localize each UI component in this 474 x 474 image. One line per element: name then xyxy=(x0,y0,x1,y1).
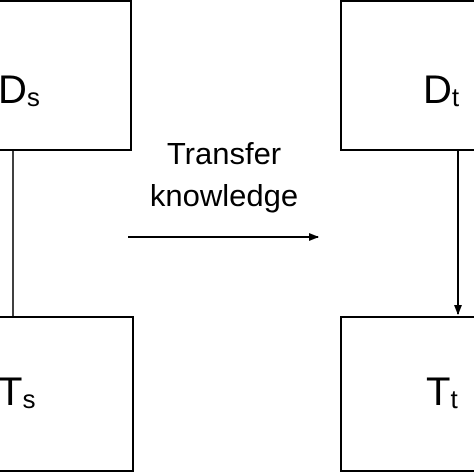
target-task-subscript: t xyxy=(450,384,458,415)
target-domain-box xyxy=(340,0,474,151)
source-domain-subscript: s xyxy=(26,82,40,113)
target-task-box xyxy=(340,316,474,472)
target-task-label: Tt xyxy=(426,372,458,412)
target-domain-label: Dt xyxy=(423,70,459,110)
target-domain-symbol: D xyxy=(423,68,452,112)
target-task-symbol: T xyxy=(426,370,451,414)
target-domain-subscript: t xyxy=(451,82,460,113)
transfer-label-line1: Transfer xyxy=(166,136,282,171)
source-task-box xyxy=(0,316,134,472)
transfer-knowledge-label: Transfer knowledge xyxy=(115,133,333,217)
source-task-symbol: T xyxy=(0,370,23,414)
transfer-label-line2: knowledge xyxy=(149,178,299,213)
source-domain-box xyxy=(0,0,132,151)
source-task-label: Ts xyxy=(0,372,35,412)
source-domain-symbol: D xyxy=(0,68,27,112)
source-domain-label: Ds xyxy=(0,70,40,110)
source-task-subscript: s xyxy=(22,384,36,415)
